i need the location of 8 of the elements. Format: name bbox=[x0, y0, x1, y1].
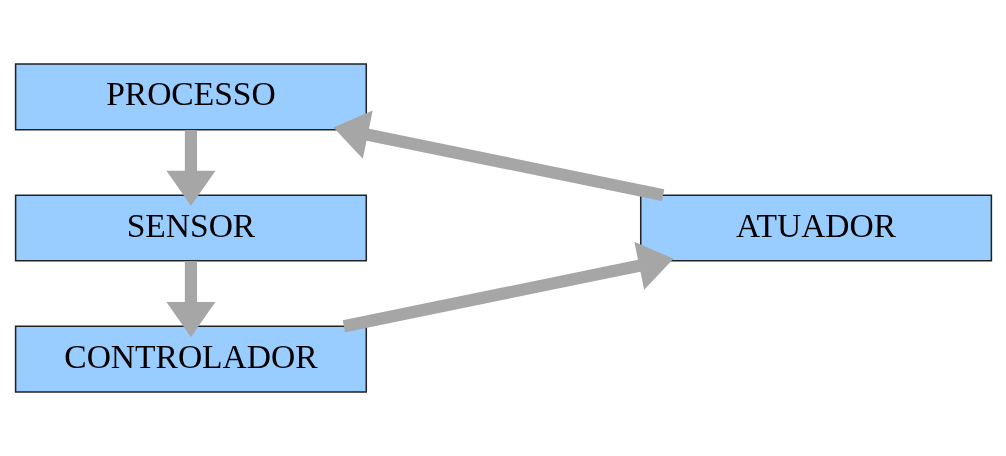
arrow bbox=[165, 130, 215, 206]
arrow bbox=[332, 110, 664, 202]
node-box: PROCESSO bbox=[14, 63, 367, 131]
node-box: SENSOR bbox=[14, 194, 367, 262]
arrow bbox=[165, 261, 215, 337]
arrow bbox=[342, 241, 674, 333]
node-box: ATUADOR bbox=[639, 194, 992, 262]
node-box: CONTROLADOR bbox=[14, 325, 367, 393]
